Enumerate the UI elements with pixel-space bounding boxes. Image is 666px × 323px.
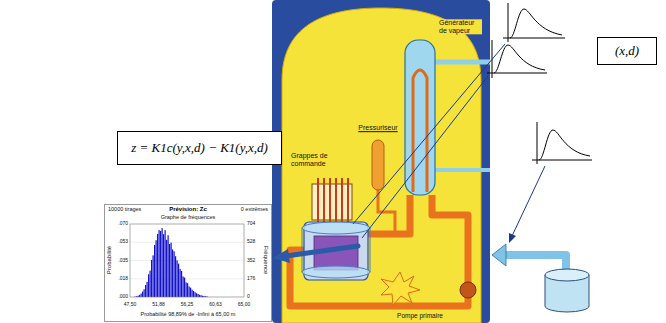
histogram-bar bbox=[163, 234, 164, 297]
input-box: (x,d) bbox=[597, 37, 657, 65]
axis-title: Probabilité bbox=[106, 246, 113, 274]
histogram-axes bbox=[130, 224, 244, 297]
distribution-b bbox=[487, 40, 547, 78]
distribution-c bbox=[532, 122, 592, 164]
histogram-bar bbox=[171, 243, 172, 297]
histogram-bar bbox=[180, 269, 181, 297]
leader-line bbox=[353, 44, 505, 224]
chart-footer: Probabilité 98,89% de -Infini à 65,00 m bbox=[141, 311, 236, 317]
histogram-bar bbox=[157, 234, 158, 297]
histogram-grid bbox=[130, 242, 244, 279]
histogram-bars bbox=[135, 228, 208, 297]
formula-box: z = K1c(y,x,d) − K1(y,x,d) bbox=[117, 131, 282, 165]
histogram-bar bbox=[154, 245, 155, 297]
histogram-bar bbox=[169, 244, 170, 297]
histogram-bar bbox=[145, 285, 146, 297]
histogram-bar bbox=[199, 295, 200, 297]
distribution-a bbox=[503, 3, 565, 42]
histogram-bar bbox=[156, 240, 157, 297]
component-label: Pressuriseur bbox=[357, 124, 398, 132]
box-text: (x,d) bbox=[615, 43, 639, 59]
histogram-bar bbox=[196, 293, 197, 297]
leader-line bbox=[512, 166, 545, 236]
break-burst bbox=[381, 272, 420, 305]
leader-line bbox=[362, 76, 488, 238]
tick-label: .035 bbox=[118, 258, 128, 264]
histogram-bar bbox=[159, 230, 160, 297]
pressurizer bbox=[372, 140, 384, 190]
component-label: Générateur de vapeur bbox=[438, 19, 482, 34]
histogram-bar bbox=[165, 230, 166, 297]
steam-pipe bbox=[433, 60, 490, 65]
leader-arrowhead bbox=[509, 233, 516, 243]
result-arrow bbox=[286, 246, 358, 256]
tick-label: .053 bbox=[118, 240, 128, 246]
histogram-bar bbox=[153, 255, 154, 297]
box-text: z = K1c(y,x,d) − K1(y,x,d) bbox=[131, 140, 268, 156]
histogram-bar bbox=[190, 288, 191, 297]
injection-arrowhead bbox=[492, 244, 506, 266]
tick-label: .018 bbox=[118, 276, 128, 282]
histogram-bar bbox=[189, 286, 190, 297]
tick-label: 65,00 bbox=[238, 302, 251, 308]
histogram-bar bbox=[151, 260, 152, 297]
chart-note: 0 extrêmes bbox=[241, 206, 268, 212]
feedwater-pipe bbox=[433, 168, 490, 172]
histogram-bar bbox=[184, 278, 185, 297]
chart-note: 10000 tirages bbox=[108, 206, 141, 212]
histogram-bar bbox=[141, 294, 142, 297]
histogram-bar bbox=[160, 231, 161, 297]
histogram-bar bbox=[148, 274, 149, 297]
histogram-bar bbox=[168, 235, 169, 297]
surge-line bbox=[378, 188, 395, 234]
tick-label: 528 bbox=[247, 240, 255, 246]
hot-leg bbox=[367, 195, 410, 234]
histogram-bar bbox=[172, 249, 173, 297]
tick-label: 176 bbox=[247, 276, 255, 282]
histogram-bar bbox=[142, 292, 143, 297]
u-tubes bbox=[413, 70, 427, 192]
histogram-bar bbox=[174, 251, 175, 297]
tick-label: 56,25 bbox=[181, 302, 194, 308]
histogram-bar bbox=[187, 283, 188, 297]
histogram-bar bbox=[178, 264, 179, 297]
histogram-bar bbox=[181, 271, 182, 297]
tick-label: 60,63 bbox=[209, 302, 222, 308]
tick-label: 51,88 bbox=[152, 302, 165, 308]
chart-subtitle: Graphe de fréquences bbox=[161, 213, 216, 219]
histogram-bar bbox=[192, 290, 193, 297]
histogram-bar bbox=[198, 294, 199, 297]
histogram-bar bbox=[186, 282, 187, 297]
water-tank bbox=[545, 269, 589, 312]
histogram-bar bbox=[139, 295, 140, 297]
tick-label: 704 bbox=[247, 221, 255, 227]
component-label: Grappes de commande bbox=[290, 152, 338, 167]
reactor-frame bbox=[272, 0, 490, 323]
histogram-bar bbox=[166, 240, 167, 297]
histogram-ground bbox=[104, 204, 272, 322]
axis-title: Fréquence bbox=[263, 246, 270, 275]
tick-label: 352 bbox=[247, 258, 255, 264]
tick-label: 0 bbox=[247, 294, 250, 300]
tick-label: 47,50 bbox=[124, 302, 137, 308]
result-arrowhead bbox=[273, 249, 290, 263]
histogram-bar bbox=[175, 256, 176, 297]
component-label: Pompe primaire bbox=[396, 312, 444, 319]
histogram-bar bbox=[183, 276, 184, 297]
primary-pump bbox=[460, 282, 476, 298]
histogram-bar bbox=[144, 289, 145, 297]
tick-label: .000 bbox=[118, 294, 128, 300]
histogram-bar bbox=[195, 292, 196, 297]
histogram-bar bbox=[150, 271, 151, 297]
tick-label: .070 bbox=[118, 221, 128, 227]
histogram-bar bbox=[193, 291, 194, 297]
steam-generator bbox=[405, 40, 435, 195]
histogram-bar bbox=[147, 282, 148, 297]
containment-dome bbox=[282, 8, 481, 323]
histogram-bar bbox=[162, 228, 163, 297]
histogram-bar bbox=[177, 260, 178, 297]
